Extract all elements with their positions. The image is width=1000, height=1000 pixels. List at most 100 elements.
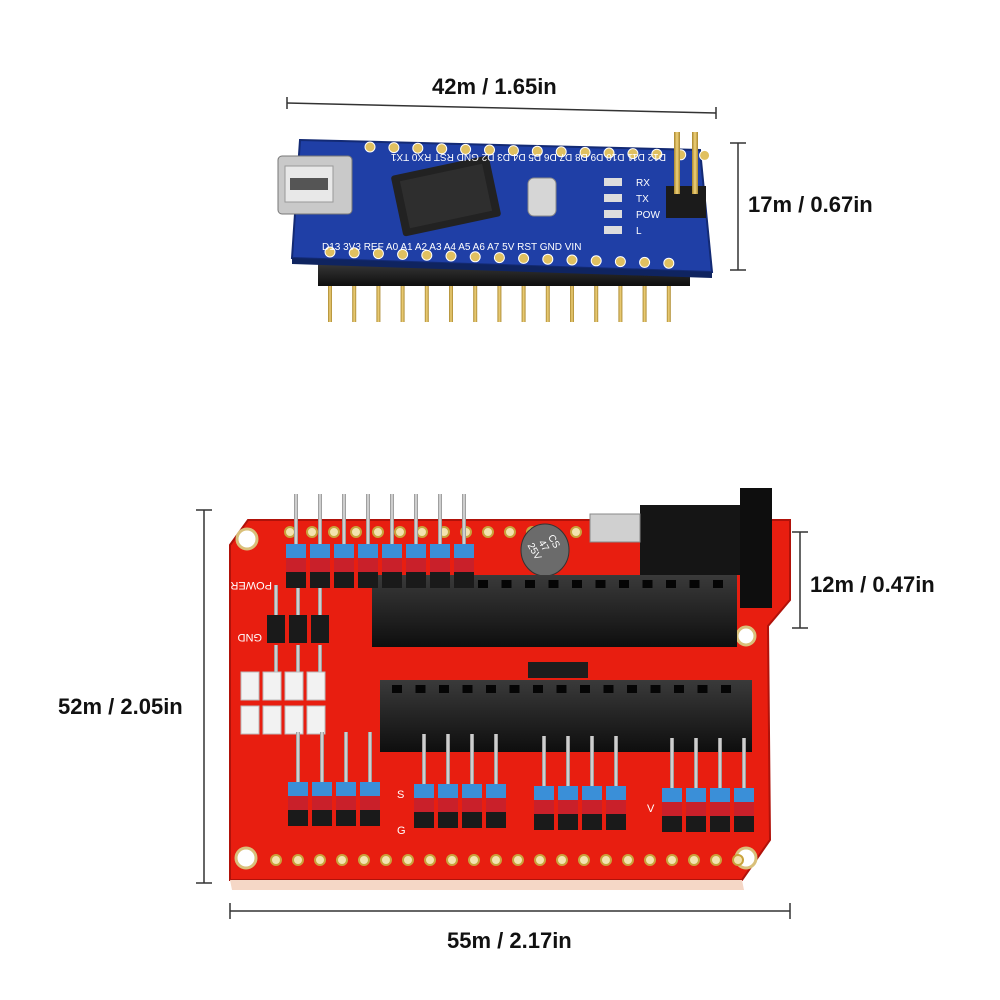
- nano-pin: [328, 270, 332, 322]
- socket-hole: [572, 580, 582, 588]
- power-pin-housing: [430, 558, 450, 572]
- nano-pad: [518, 252, 530, 264]
- crystal-oscillator: [527, 177, 557, 217]
- nano-pad: [603, 147, 615, 159]
- power-pin-housing: [312, 796, 332, 810]
- socket-hole: [439, 685, 449, 693]
- shield-pad: [270, 854, 282, 866]
- ground-pin-housing: [310, 572, 330, 588]
- nano-pad: [445, 250, 457, 262]
- signal-pin-housing: [606, 786, 626, 800]
- power-pin-housing: [414, 798, 434, 812]
- socket-hole: [697, 685, 708, 693]
- ground-pin-housing: [606, 814, 626, 830]
- nano-pad: [579, 146, 591, 158]
- white-header: [284, 705, 304, 735]
- shield-header-height-dimension-line: [792, 531, 808, 629]
- shield-pad: [394, 526, 406, 538]
- servo-pin: [742, 738, 746, 796]
- servo-pin: [470, 734, 474, 792]
- shield-pad: [570, 526, 582, 538]
- led-label-pow: POW: [636, 210, 660, 221]
- ground-pin-housing: [438, 812, 458, 828]
- power-pin-housing: [336, 796, 356, 810]
- nano-pad: [372, 248, 384, 260]
- socket-hole: [689, 580, 700, 588]
- ground-pin-housing: [582, 814, 602, 830]
- power-pin-housing: [360, 796, 380, 810]
- ground-pin-housing: [462, 812, 482, 828]
- signal-pin-housing: [430, 544, 450, 558]
- shield-pad: [402, 854, 414, 866]
- nano-width-label: 42m / 1.65in: [432, 74, 557, 99]
- servo-pin: [446, 734, 450, 792]
- signal-pin-housing: [288, 782, 308, 796]
- shield-pad: [688, 854, 700, 866]
- nano-pad: [397, 248, 409, 260]
- led-label-rx: RX: [636, 178, 650, 189]
- servo-pin: [390, 494, 394, 552]
- servo-pin: [320, 732, 324, 790]
- nano-pad: [469, 251, 481, 263]
- ground-pin-housing: [734, 816, 754, 832]
- mounting-hole: [735, 625, 757, 647]
- ground-pin-housing: [414, 812, 434, 828]
- socket-hole: [595, 580, 606, 588]
- ground-pin-housing: [358, 572, 378, 588]
- white-header: [262, 671, 282, 701]
- nano-pad: [324, 246, 336, 258]
- servo-pin: [342, 494, 346, 552]
- signal-pin-housing: [734, 788, 754, 802]
- shield-pad: [328, 526, 340, 538]
- nano-pad: [639, 256, 651, 268]
- power-pin-housing: [462, 798, 482, 812]
- nano-pad: [436, 143, 448, 155]
- shield-height-label: 52m / 2.05in: [58, 694, 183, 719]
- label-v: V: [647, 803, 655, 815]
- ground-pin-housing: [336, 810, 356, 826]
- white-header: [306, 705, 326, 735]
- ground-pin-housing: [662, 816, 682, 832]
- side-pin: [274, 645, 278, 695]
- led-label-tx: TX: [636, 194, 649, 205]
- nano-width-dimension-line: [286, 97, 717, 119]
- side-pin: [318, 585, 322, 625]
- nano-pad: [542, 253, 554, 265]
- signal-pin-housing: [358, 544, 378, 558]
- socket-hole: [415, 685, 426, 693]
- shield-width-dimension-line: [229, 903, 791, 919]
- shield-pad: [512, 854, 524, 866]
- socket-hole: [525, 580, 535, 588]
- servo-pin: [368, 732, 372, 790]
- nano-pad: [484, 144, 495, 156]
- shield-pad: [710, 854, 722, 866]
- signal-pin-housing: [534, 786, 554, 800]
- servo-pin: [296, 732, 300, 790]
- socket-hole: [556, 685, 567, 693]
- ground-pin-housing: [360, 810, 380, 826]
- power-pin-housing: [606, 800, 626, 814]
- shield-pad: [380, 854, 392, 866]
- power-pin-housing: [438, 798, 458, 812]
- shield-pad: [732, 854, 744, 866]
- nano-top-pin-labels: D12 D11 D10 D9 D8 D7 D6 D5 D4 D3 D2 GND …: [390, 151, 666, 162]
- side-header: [311, 615, 329, 643]
- socket-hole: [619, 580, 629, 588]
- servo-pin: [542, 736, 546, 794]
- signal-pin-housing: [686, 788, 706, 802]
- nano-pin: [424, 270, 429, 322]
- signal-pin-housing: [662, 788, 682, 802]
- label-gnd: GND: [238, 631, 263, 643]
- servo-pin: [566, 736, 570, 794]
- socket-hole: [713, 580, 723, 588]
- ground-pin-housing: [286, 572, 306, 588]
- shield-pad: [490, 854, 502, 866]
- ground-pin-housing: [534, 814, 554, 830]
- socket-hole: [666, 580, 676, 588]
- ground-pin-housing: [312, 810, 332, 826]
- ground-pin-housing: [486, 812, 506, 828]
- ground-pin-housing: [406, 572, 426, 588]
- signal-pin-housing: [558, 786, 578, 800]
- nano-pin: [352, 270, 357, 322]
